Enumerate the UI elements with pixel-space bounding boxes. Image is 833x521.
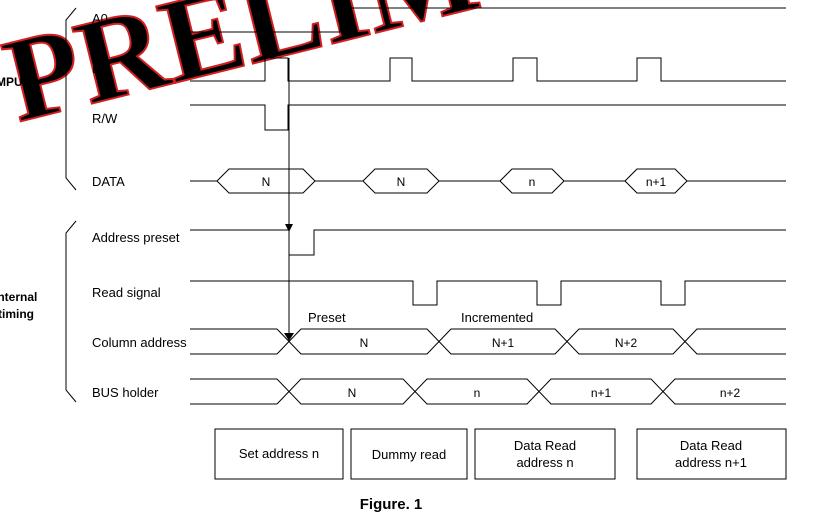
data-value-4: n+1 bbox=[646, 175, 667, 189]
column-address-waveform bbox=[190, 328, 786, 355]
signal-label-read-signal: Read signal bbox=[92, 285, 161, 300]
watermark-text: PRELIM bbox=[0, 0, 490, 147]
signal-label-a0: A0 bbox=[92, 11, 108, 26]
e-waveform bbox=[190, 57, 786, 82]
data-bus-waveform bbox=[190, 168, 786, 194]
rw-waveform bbox=[190, 104, 786, 131]
internal-bracket bbox=[65, 220, 77, 403]
group-label-timing: timing bbox=[0, 307, 34, 321]
arrowhead-address-preset bbox=[285, 224, 293, 232]
column-value-3: N+2 bbox=[615, 336, 638, 350]
bus-value-4: n+2 bbox=[720, 386, 741, 400]
bus-holder-waveform bbox=[190, 378, 786, 405]
step-4-label-line2: address n+1 bbox=[675, 455, 747, 470]
signal-label-column-address: Column address bbox=[92, 335, 187, 350]
step-3-label-line2: address n bbox=[516, 455, 573, 470]
step-box-4 bbox=[636, 428, 787, 480]
address-preset-waveform bbox=[190, 229, 786, 256]
annotation-incremented: Incremented bbox=[461, 310, 533, 325]
step-3-label-line1: Data Read bbox=[514, 438, 576, 453]
data-value-2: N bbox=[397, 175, 406, 189]
signal-label-e: E bbox=[92, 61, 101, 76]
watermark: PRELIM bbox=[0, 0, 491, 148]
figure-caption: Figure. 1 bbox=[360, 496, 423, 513]
column-value-2: N+1 bbox=[492, 336, 515, 350]
step-4-label-line1: Data Read bbox=[680, 438, 742, 453]
group-label-mpu: MPU bbox=[0, 75, 23, 89]
bus-value-2: n bbox=[474, 386, 481, 400]
data-value-1: N bbox=[262, 175, 271, 189]
step-2-label: Dummy read bbox=[372, 447, 446, 462]
signal-label-rw: R/W bbox=[92, 111, 118, 126]
column-value-1: N bbox=[360, 336, 369, 350]
group-label-internal: Internal bbox=[0, 290, 37, 304]
signal-label-data: DATA bbox=[92, 174, 125, 189]
signal-label-bus-holder: BUS holder bbox=[92, 385, 159, 400]
signal-label-address-preset: Address preset bbox=[92, 230, 180, 245]
step-box-3 bbox=[474, 428, 616, 480]
bus-value-1: N bbox=[348, 386, 357, 400]
data-value-3: n bbox=[529, 175, 536, 189]
bus-value-3: n+1 bbox=[591, 386, 612, 400]
mpu-bracket bbox=[65, 7, 77, 191]
step-1-label: Set address n bbox=[239, 446, 319, 461]
read-signal-waveform bbox=[190, 280, 786, 306]
step-box-1 bbox=[214, 428, 344, 480]
a0-waveform bbox=[190, 7, 786, 33]
annotation-preset: Preset bbox=[308, 310, 346, 325]
arrowhead-column-address bbox=[284, 333, 294, 341]
step-box-2 bbox=[350, 428, 468, 480]
